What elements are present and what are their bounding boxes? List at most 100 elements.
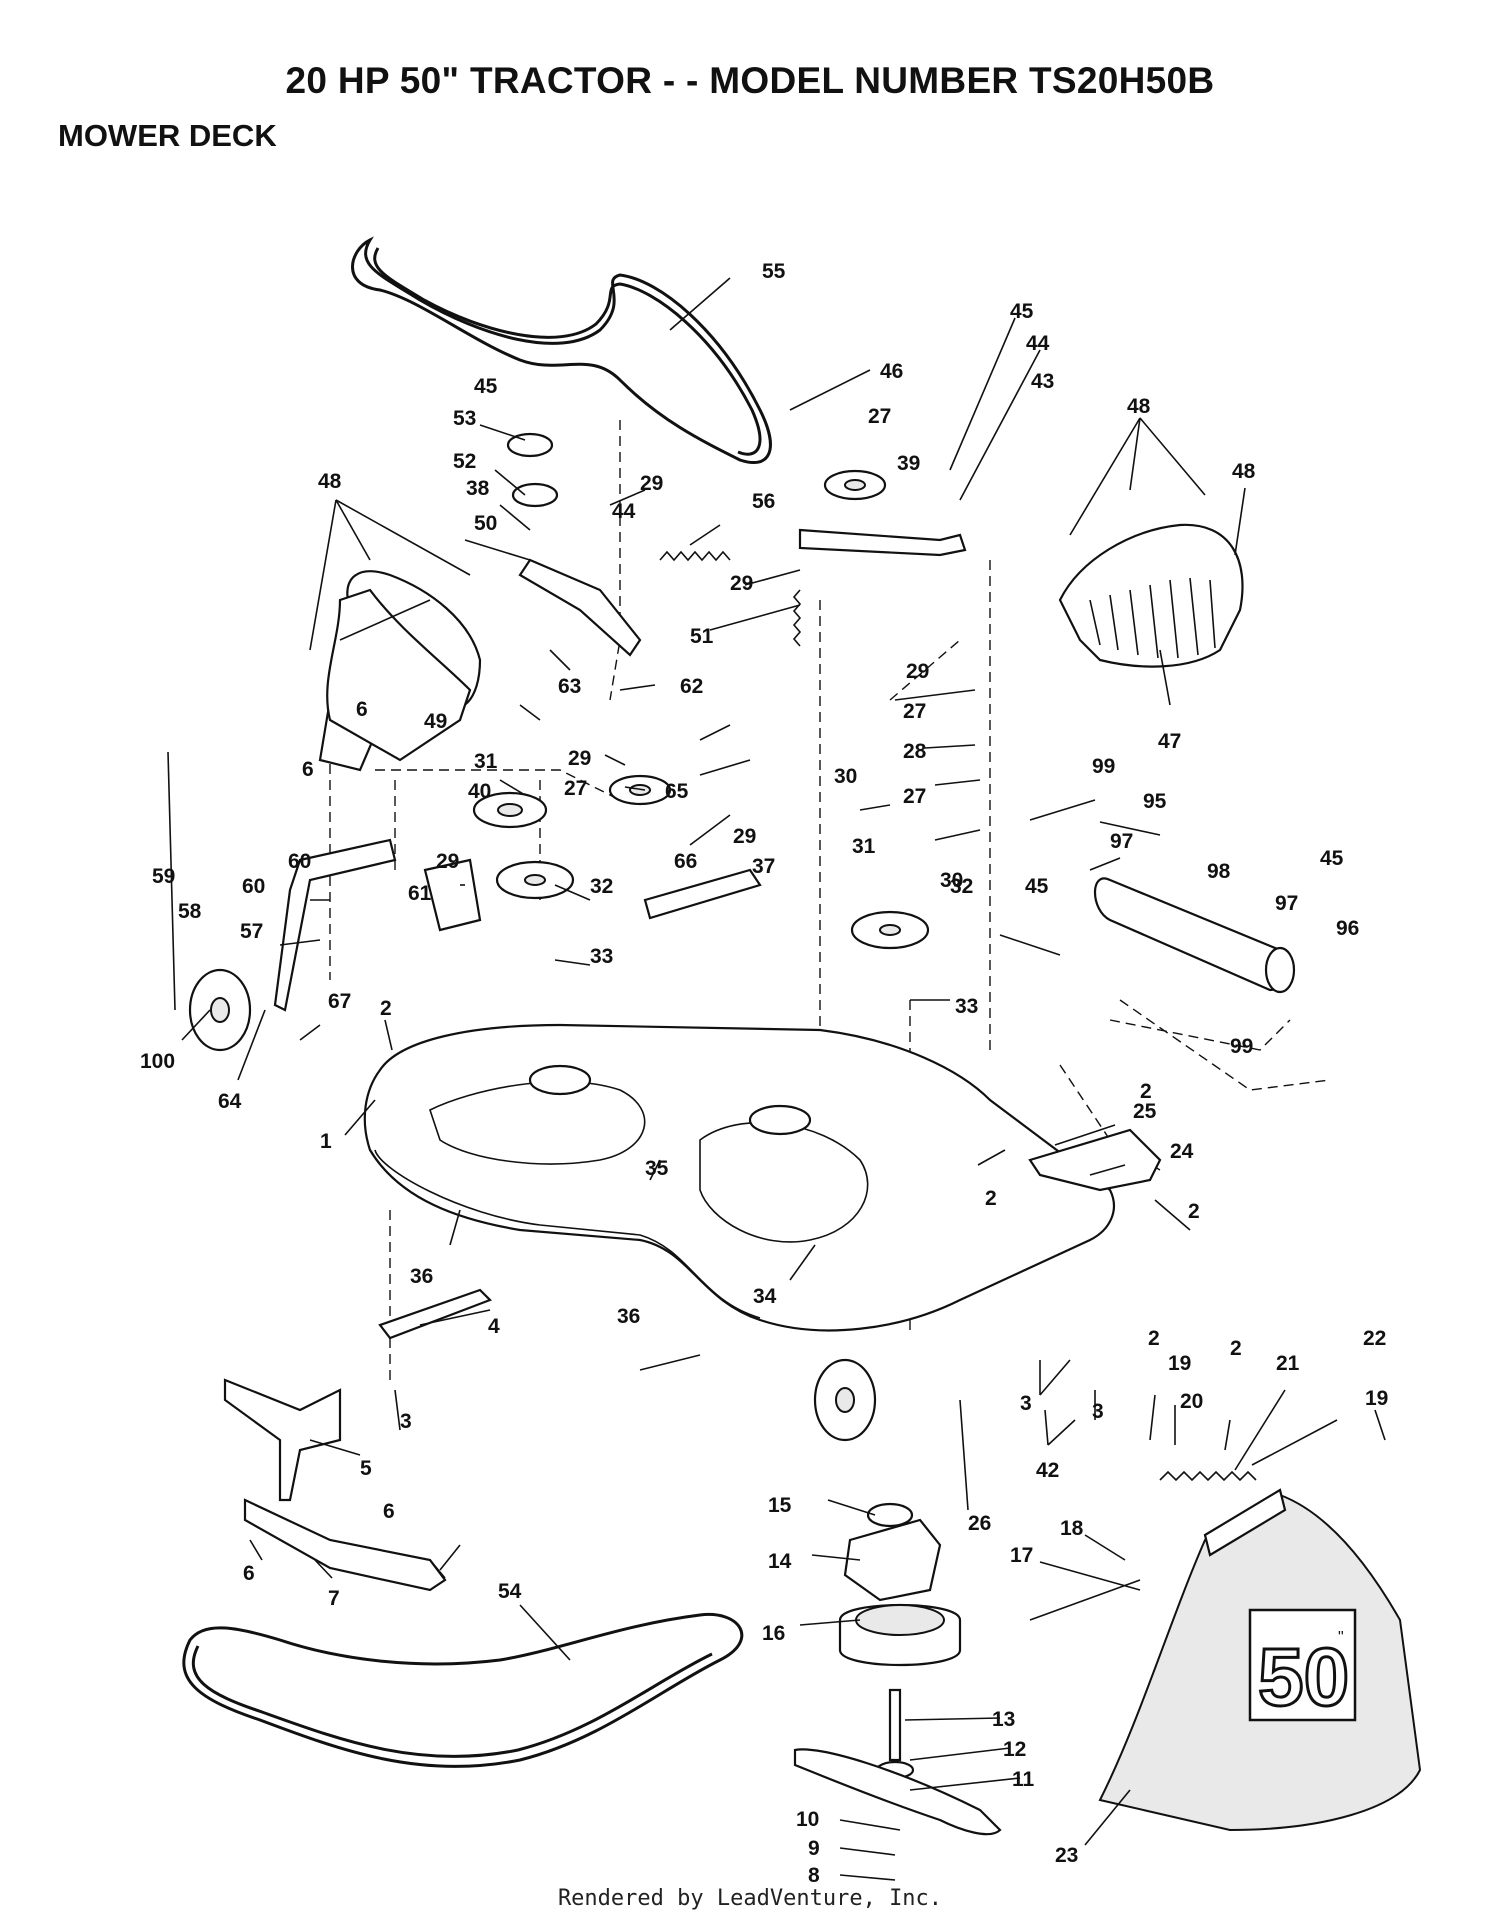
callout-29-e: 29 bbox=[733, 825, 756, 848]
callout-48-a: 48 bbox=[1127, 395, 1151, 418]
callout-61: 61 bbox=[408, 882, 432, 905]
callout-22: 22 bbox=[1363, 1327, 1386, 1350]
callout-29-a: 29 bbox=[640, 472, 663, 495]
callout-64: 64 bbox=[218, 1090, 242, 1113]
spring-51 bbox=[792, 589, 802, 647]
callout-28: 28 bbox=[903, 740, 927, 763]
page-title: 20 HP 50" TRACTOR - - MODEL NUMBER TS20H… bbox=[285, 60, 1215, 101]
deck-belt-lower bbox=[182, 1612, 744, 1768]
callout-45-d: 45 bbox=[1320, 847, 1344, 870]
callout-46: 46 bbox=[880, 360, 903, 383]
callout-19-a: 19 bbox=[1168, 1352, 1191, 1375]
callout-3-c: 3 bbox=[1092, 1400, 1104, 1423]
callout-3-b: 3 bbox=[1020, 1392, 1032, 1415]
callout-57: 57 bbox=[240, 920, 263, 943]
callout-6-d: 6 bbox=[243, 1562, 255, 1585]
spindle-housing-14 bbox=[843, 1518, 942, 1602]
idler-arm-37 bbox=[643, 868, 762, 920]
callout-2-f: 2 bbox=[1230, 1337, 1242, 1360]
callout-39: 39 bbox=[897, 452, 920, 475]
callout-9: 9 bbox=[808, 1837, 820, 1860]
callout-12: 12 bbox=[1003, 1738, 1026, 1761]
callout-51: 51 bbox=[690, 625, 714, 648]
deck-inner-left bbox=[429, 1080, 646, 1165]
spindle-shaft-13 bbox=[888, 1688, 902, 1762]
callout-65: 65 bbox=[665, 780, 689, 803]
deck-roller-98 bbox=[1093, 877, 1292, 992]
callout-36-a: 36 bbox=[410, 1265, 433, 1288]
callout-55: 55 bbox=[762, 260, 786, 283]
callout-36-b: 36 bbox=[617, 1305, 640, 1328]
pulley-52 bbox=[511, 482, 559, 508]
callout-5: 5 bbox=[360, 1457, 372, 1480]
callout-99-b: 99 bbox=[1230, 1035, 1253, 1058]
callout-52: 52 bbox=[453, 450, 476, 473]
callout-49: 49 bbox=[424, 710, 447, 733]
idler-pulley-39-hub bbox=[844, 479, 866, 491]
callout-13: 13 bbox=[992, 1708, 1015, 1731]
callout-30-b: 30 bbox=[940, 869, 963, 892]
bracket-61 bbox=[423, 858, 482, 932]
left-belt-cover-body bbox=[326, 588, 472, 762]
callout-62: 62 bbox=[680, 675, 703, 698]
deck-rim bbox=[374, 1149, 761, 1319]
callout-63: 63 bbox=[558, 675, 581, 698]
callout-3-a: 3 bbox=[400, 1410, 412, 1433]
right-belt-cover-ribs bbox=[1089, 577, 1216, 659]
deck-belt-upper-inner bbox=[373, 247, 762, 456]
callout-48-b: 48 bbox=[1232, 460, 1256, 483]
callout-44-b: 44 bbox=[612, 500, 636, 523]
callout-15: 15 bbox=[768, 1494, 792, 1517]
callout-35: 35 bbox=[645, 1157, 669, 1180]
deck-belt-lower-inner bbox=[191, 1645, 713, 1758]
arm-57 bbox=[273, 838, 397, 1012]
callout-31-a: 31 bbox=[474, 750, 498, 773]
spring-20 bbox=[1159, 1470, 1257, 1482]
chute-badge: 50 bbox=[1258, 1632, 1349, 1723]
footer-credit: Rendered by LeadVenture, Inc. bbox=[557, 1886, 943, 1911]
bracket-24 bbox=[1028, 1128, 1162, 1192]
callout-2-c: 2 bbox=[985, 1187, 997, 1210]
callout-27-d: 27 bbox=[903, 785, 926, 808]
deck-belt-upper bbox=[351, 236, 772, 464]
spindle-pulley-right-hub bbox=[879, 924, 901, 936]
callout-60-a: 60 bbox=[288, 850, 311, 873]
deck-spindle-center bbox=[528, 1064, 592, 1096]
callout-54: 54 bbox=[498, 1580, 522, 1603]
mower-blade-11 bbox=[793, 1748, 1002, 1836]
callout-59: 59 bbox=[152, 865, 175, 888]
discharge-chute-lip bbox=[1203, 1488, 1287, 1557]
callout-50: 50 bbox=[474, 512, 497, 535]
callout-10: 10 bbox=[796, 1808, 819, 1831]
callout-60-b: 60 bbox=[242, 875, 265, 898]
callout-43: 43 bbox=[1031, 370, 1054, 393]
callout-32-a: 32 bbox=[590, 875, 613, 898]
callout-19-b: 19 bbox=[1365, 1387, 1388, 1410]
callout-2-b: 2 bbox=[1140, 1080, 1152, 1103]
callout-30-a: 30 bbox=[834, 765, 857, 788]
callout-97-b: 97 bbox=[1275, 892, 1298, 915]
callout-45-b: 45 bbox=[474, 375, 498, 398]
callout-7: 7 bbox=[328, 1587, 340, 1610]
callout-11: 11 bbox=[1012, 1768, 1035, 1791]
leader-lines bbox=[167, 277, 1386, 1881]
callout-45-c: 45 bbox=[1025, 875, 1049, 898]
idler-arm-43 bbox=[798, 528, 967, 557]
gauge-wheel-58-hub bbox=[210, 997, 230, 1023]
callout-1: 1 bbox=[320, 1130, 332, 1153]
spindle-pulley-left-hub bbox=[524, 874, 546, 886]
callout-8: 8 bbox=[808, 1864, 820, 1887]
callout-66: 66 bbox=[674, 850, 697, 873]
callout-17: 17 bbox=[1010, 1544, 1033, 1567]
callout-21: 21 bbox=[1276, 1352, 1300, 1375]
mower-deck-housing bbox=[363, 1023, 1115, 1332]
idler-bracket-50 bbox=[518, 558, 642, 657]
callout-labels: 1 2 2 2 2 2 2 3 3 3 4 5 6 6 6 6 7 8 9 10… bbox=[140, 260, 1388, 1887]
callout-6-a: 6 bbox=[356, 698, 368, 721]
spindle-shield-top bbox=[855, 1604, 945, 1636]
callout-24: 24 bbox=[1170, 1140, 1194, 1163]
callout-6-b: 6 bbox=[302, 758, 314, 781]
pulley-40-hub bbox=[497, 803, 523, 817]
pulley-53 bbox=[506, 432, 554, 458]
callout-31-b: 31 bbox=[852, 835, 876, 858]
